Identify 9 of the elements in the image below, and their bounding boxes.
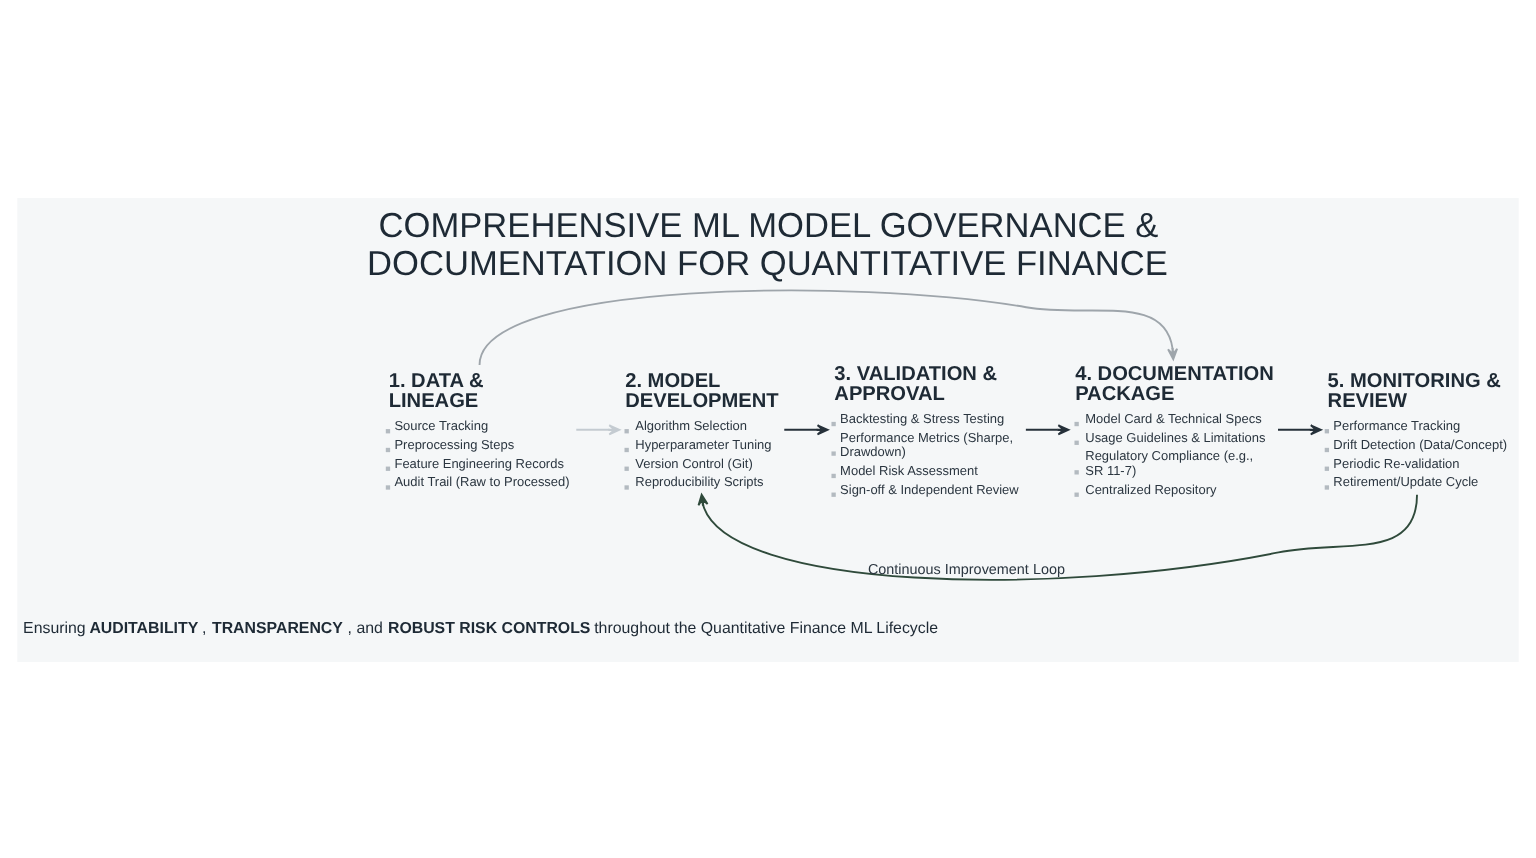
diagram-title: COMPREHENSIVE ML MODEL GOVERNANCE & DOCUMENTATION FOR QUANTITATIVE FINANCE <box>367 204 1168 282</box>
edge-label: Continuous Improvement Loop <box>867 558 1065 577</box>
arrow <box>697 492 1418 580</box>
caption: Ensuring AUDITABILITY, TRANSPARENCY, and ROBUST RISK CONTROLS throughout the Quantitative Finance ML Lifecycle <box>23 617 938 636</box>
arrow <box>478 288 1179 365</box>
arrow <box>783 423 829 435</box>
arrow <box>1024 423 1070 435</box>
arrow <box>575 423 621 435</box>
arrow <box>1277 423 1322 435</box>
